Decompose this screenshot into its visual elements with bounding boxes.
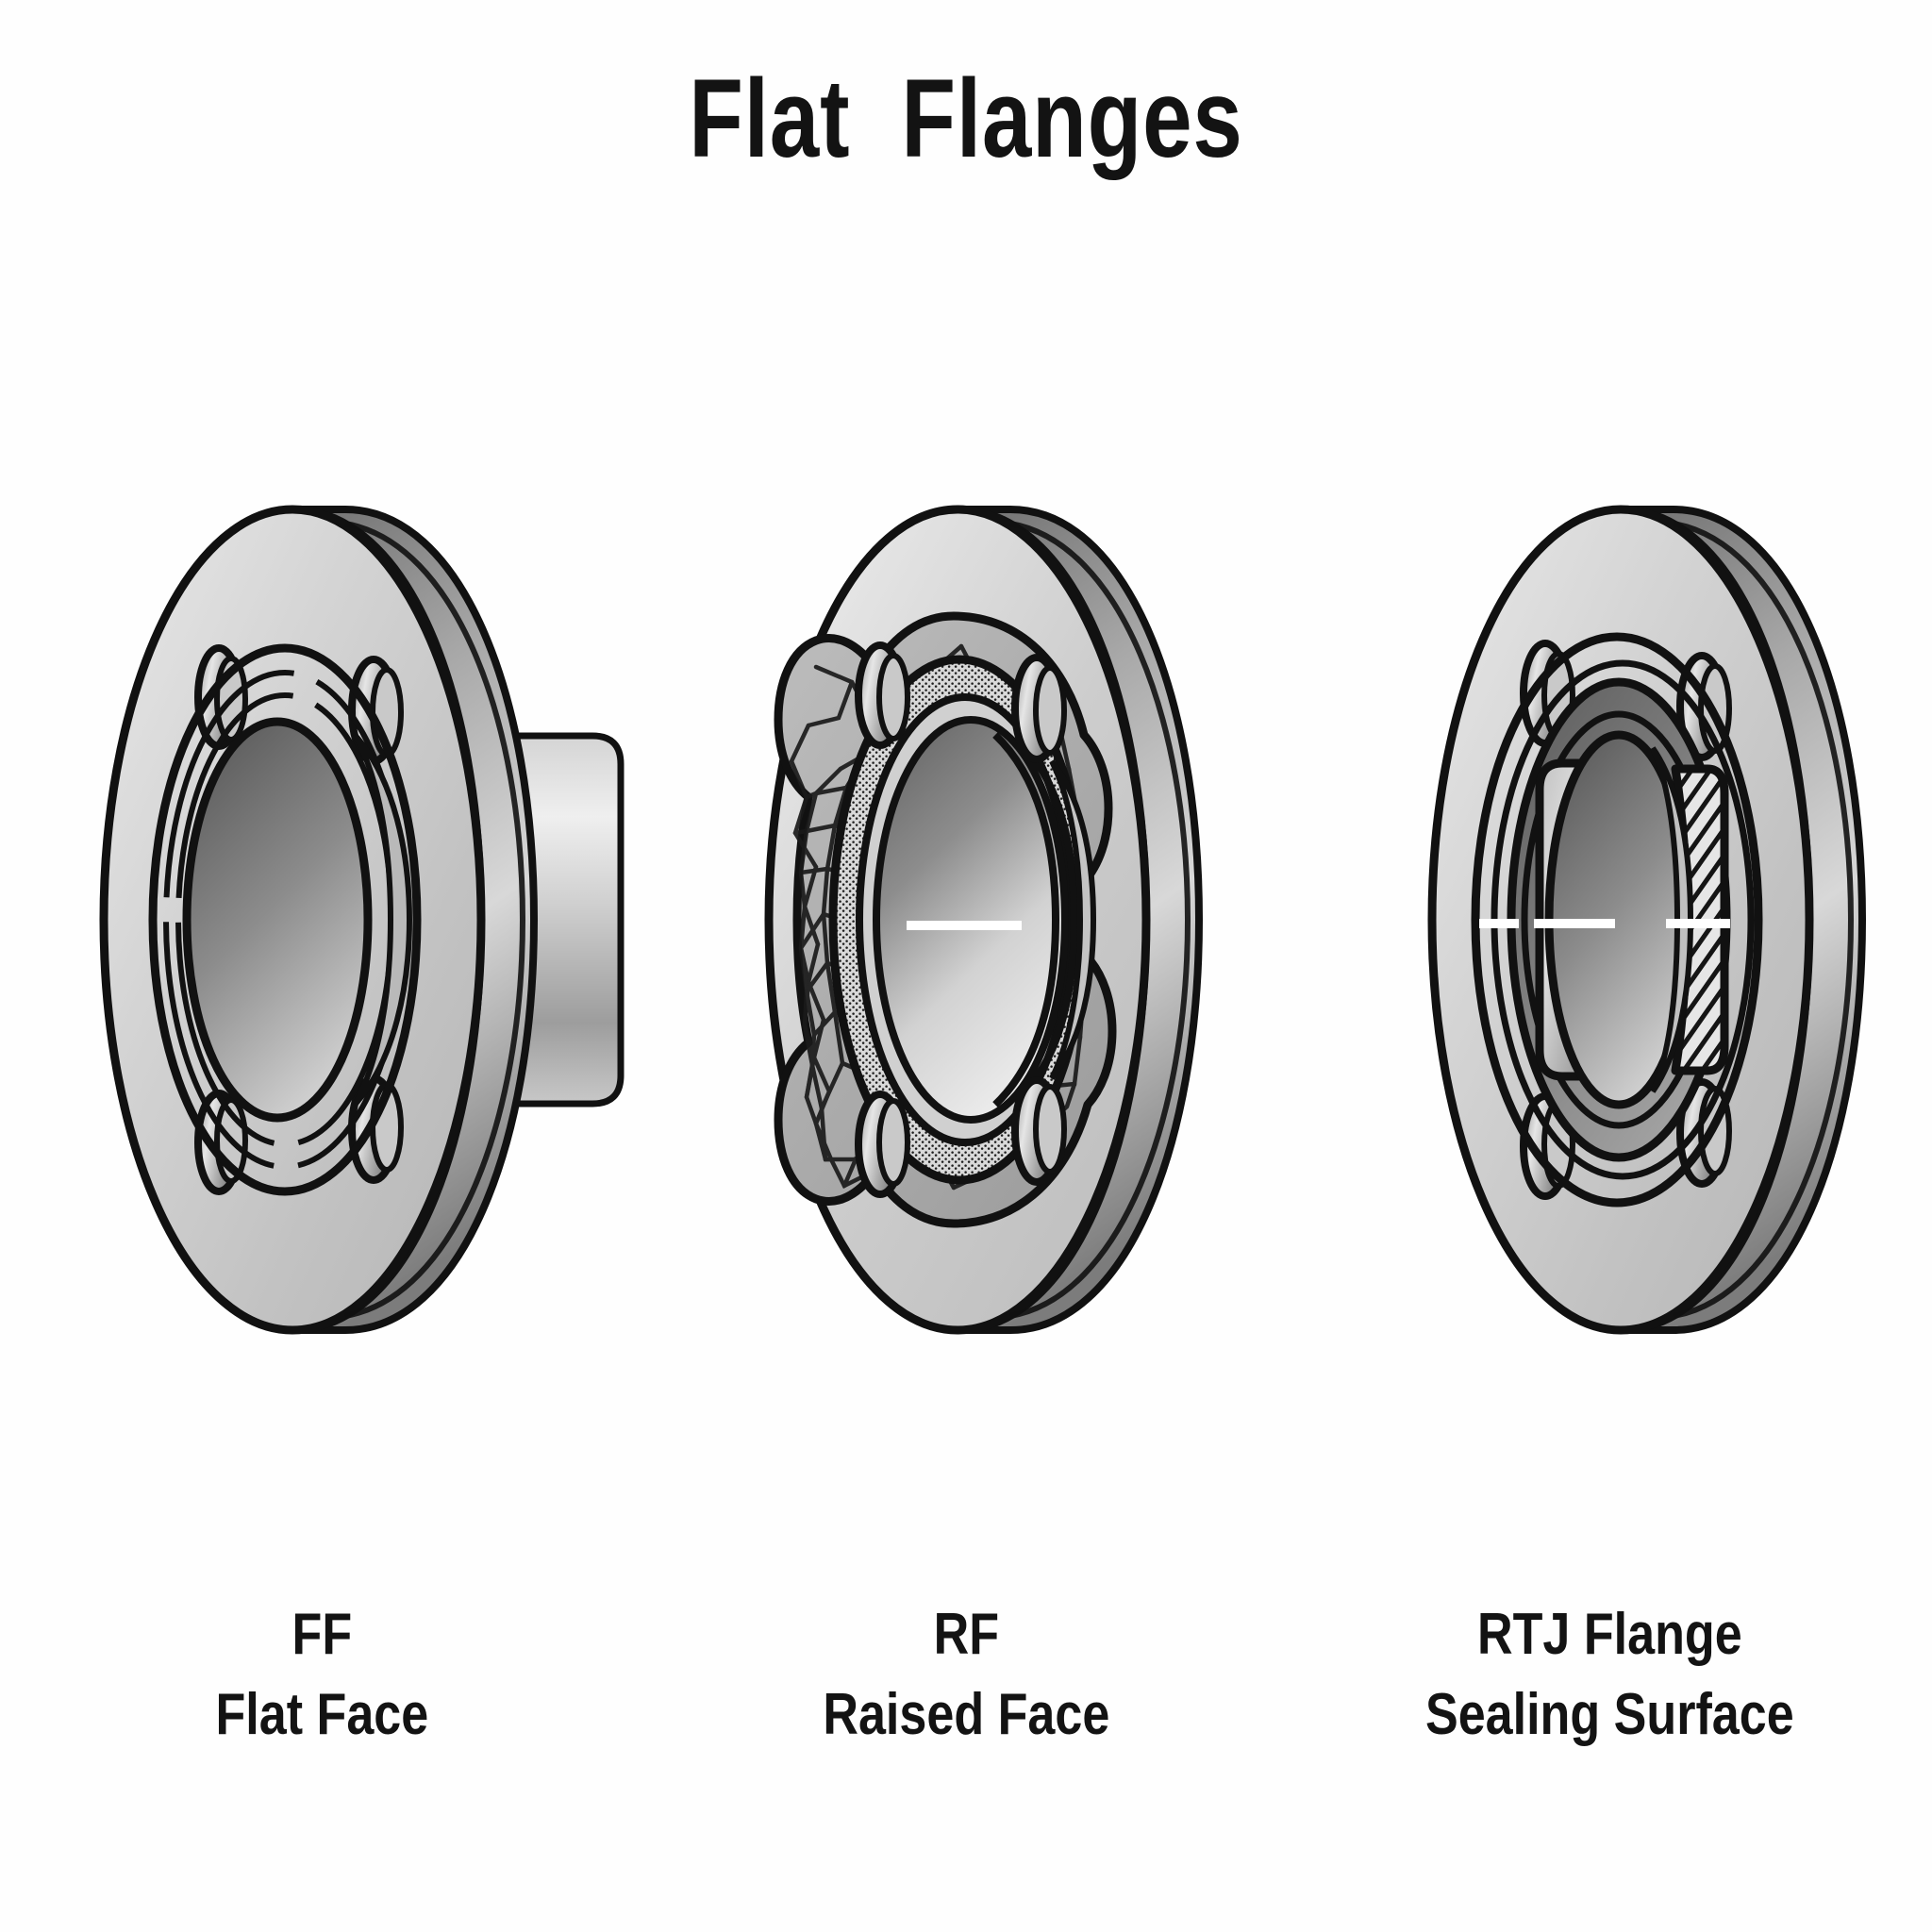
bolt-hole [1011, 1076, 1067, 1186]
bolt-hole [1011, 654, 1067, 763]
page-title: Flat Flanges [689, 57, 1243, 181]
caption-ff-abbr: FF [291, 1602, 353, 1667]
caption-rtj-abbr: RTJ Flange [1477, 1602, 1743, 1667]
flange-diagram-svg [99, 505, 1866, 1335]
figure-captions: FF Flat Face RF Raised Face RTJ Flange S… [0, 1602, 1932, 1749]
rf-bore [873, 716, 1097, 1124]
flange-rtj [1427, 505, 1866, 1335]
caption-ff: FF Flat Face [0, 1602, 644, 1749]
caption-rtj: RTJ Flange Sealing Surface [1288, 1602, 1932, 1749]
ff-bore [182, 717, 413, 1123]
flange-rf [764, 505, 1203, 1335]
caption-rf: RF Raised Face [644, 1602, 1289, 1749]
caption-rf-abbr: RF [933, 1602, 999, 1667]
flange-figures [0, 396, 1932, 1509]
rf-bolt-holes [855, 641, 1067, 1198]
caption-rf-name: Raised Face [823, 1681, 1109, 1747]
caption-ff-name: Flat Face [215, 1681, 429, 1747]
caption-rtj-name: Sealing Surface [1425, 1681, 1795, 1747]
bolt-hole [855, 1091, 910, 1198]
flange-ff [99, 505, 625, 1335]
bolt-hole [855, 641, 910, 749]
